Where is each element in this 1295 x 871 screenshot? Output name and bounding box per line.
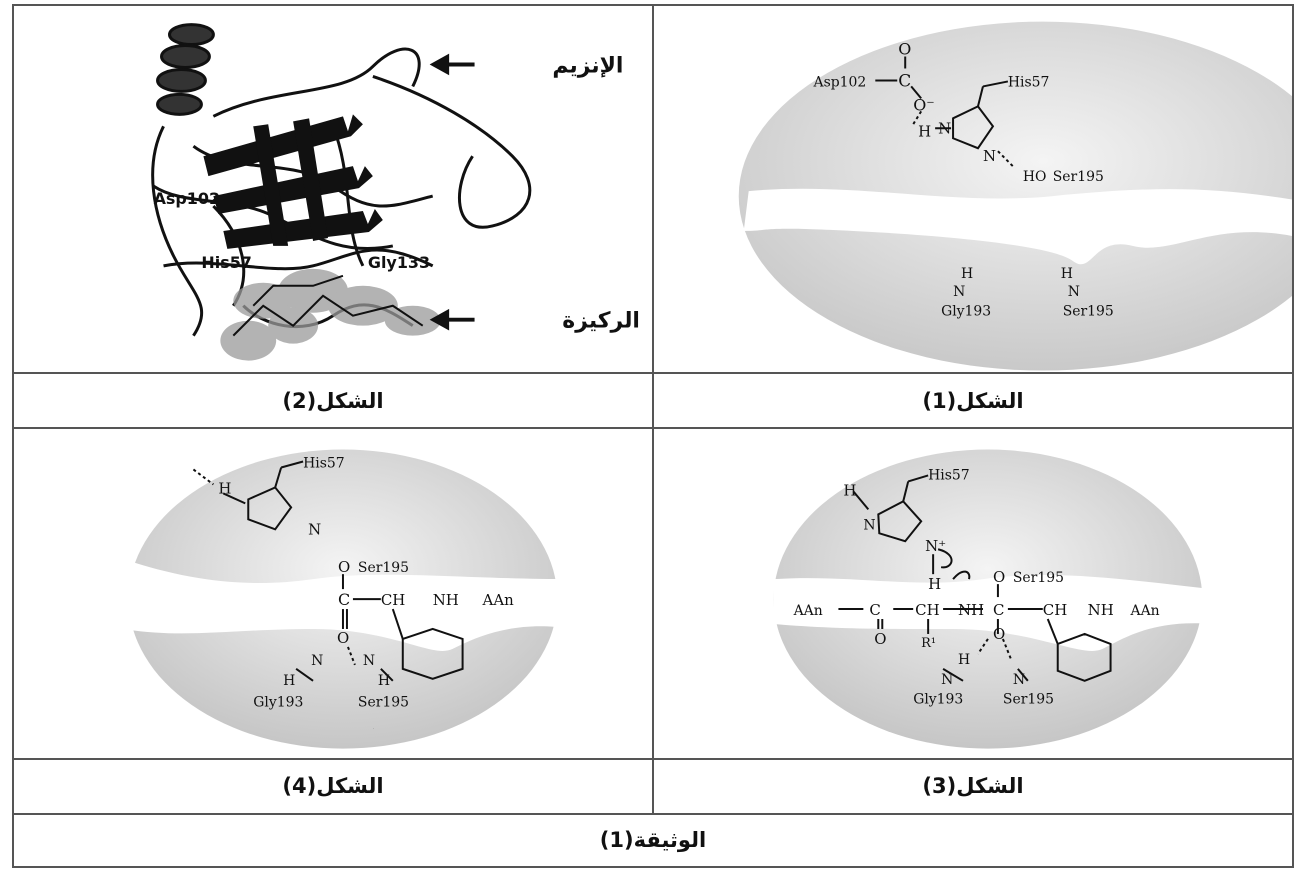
label-ser195-top: Ser195: [1053, 169, 1104, 185]
label-ser195-bottom: Ser195: [1003, 692, 1054, 708]
label-ser195-bottom: Ser195: [358, 695, 409, 711]
figure-4-acyl-enzyme: His57 H N O Ser195 C CH NH AAn O N H Gly…: [123, 449, 573, 750]
figure-3-cell: His57 H N N⁺ H O Ser195 AAn C CH NH C CH…: [652, 427, 1294, 760]
label-h-gly: N: [311, 653, 323, 669]
figure-3-tetrahedral-intermediate: His57 H N N⁺ H O Ser195 AAn C CH NH C CH…: [773, 449, 1213, 750]
label-n-his1: N: [863, 518, 875, 534]
enzyme-label: الإنزيم: [552, 53, 623, 78]
label-c: C: [898, 70, 911, 90]
figure-1-active-site: Asp102 C O O⁻ H N N His57 HO Ser195 H N …: [738, 21, 1292, 371]
label-gly193: Gly193: [253, 695, 303, 711]
binding-groove: [123, 559, 573, 652]
label-n-ring: N: [308, 521, 321, 539]
label-h-his: H: [218, 480, 231, 498]
figure-3-caption: الشكل(3): [652, 757, 1294, 815]
figure-2-cell: Asp102 His57 Gly133 الإنزيم الركيزة: [12, 3, 654, 375]
label-n2: N: [983, 147, 996, 165]
label-aan: AAn: [482, 591, 515, 609]
residue-label-asp102: Asp102: [154, 189, 221, 208]
label-c: C: [338, 590, 350, 609]
label-n-gly: N: [941, 672, 953, 688]
label-ch-right: CH: [1043, 601, 1067, 619]
label-nh-left: NH: [958, 601, 984, 619]
label-h-ser: H: [1061, 266, 1073, 282]
label-n-ser: N: [1013, 672, 1025, 688]
label-aan-left: AAn: [793, 603, 823, 619]
label-o-ser: O: [338, 559, 350, 577]
label-ch: CH: [381, 591, 405, 609]
label-r1: R¹: [921, 636, 936, 651]
label-h-ser: N: [363, 653, 375, 669]
label-n-ser: H: [378, 673, 390, 689]
figure-2-caption: الشكل(2): [12, 372, 654, 430]
residue-label-his57: His57: [201, 253, 251, 272]
figure-1-caption: الشكل(1): [652, 372, 1294, 430]
figure-2-enzyme-structure: Asp102 His57 Gly133 الإنزيم الركيزة: [151, 23, 640, 361]
label-gly193: Gly193: [913, 692, 963, 708]
enzyme-ellipse: [738, 21, 1292, 371]
label-o-carbonyl: O: [337, 629, 349, 647]
label-extra: N: [373, 728, 374, 730]
figure-1-cell: Asp102 C O O⁻ H N N His57 HO Ser195 H N …: [652, 3, 1294, 375]
label-n-gly: H: [283, 673, 295, 689]
binding-groove: [743, 188, 1292, 265]
label-ser195-bottom: Ser195: [1063, 304, 1114, 320]
label-o-ser: O: [993, 569, 1005, 587]
label-his57: His57: [1008, 74, 1050, 90]
label-aan-right: AAn: [1130, 603, 1160, 619]
substrate-label: الركيزة: [562, 309, 640, 334]
label-h-transfer: H: [928, 576, 941, 594]
label-c-center: C: [993, 601, 1004, 619]
label-nh: NH: [433, 591, 459, 609]
label-nh-right: NH: [1088, 601, 1114, 619]
label-h-gly: H: [958, 652, 970, 668]
label-o-carbonyl: O: [874, 630, 886, 648]
label-ch-left: CH: [915, 601, 939, 619]
label-ser195-top: Ser195: [358, 561, 409, 577]
figure-4-caption: الشكل(4): [12, 757, 654, 815]
label-n1: N: [938, 119, 951, 137]
label-c-left: C: [869, 601, 880, 619]
label-o-minus: O⁻: [913, 95, 934, 114]
document-table: Asp102 His57 Gly133 الإنزيم الركيزة: [12, 3, 1294, 869]
label-h: H: [918, 122, 931, 140]
label-n-plus: N⁺: [925, 538, 946, 556]
label-o-oxyanion: O: [993, 625, 1005, 643]
label-h-gly: H: [961, 266, 973, 282]
binding-groove: [773, 575, 1213, 652]
label-h-his: H: [843, 482, 856, 500]
label-asp102: Asp102: [813, 74, 867, 90]
label-n-gly: N: [953, 284, 965, 300]
label-n-ser: N: [1068, 284, 1080, 300]
label-his57: His57: [303, 456, 345, 472]
label-o-top: O: [898, 40, 911, 59]
label-ser195-top: Ser195: [1013, 571, 1064, 587]
label-gly193: Gly193: [941, 304, 991, 320]
label-his57: His57: [928, 468, 970, 484]
label-ho: HO: [1023, 169, 1047, 185]
document-title: الوثيقة(1): [12, 812, 1294, 869]
residue-label-gly133: Gly133: [368, 253, 430, 272]
figure-4-cell: His57 H N O Ser195 C CH NH AAn O N H Gly…: [12, 427, 654, 760]
